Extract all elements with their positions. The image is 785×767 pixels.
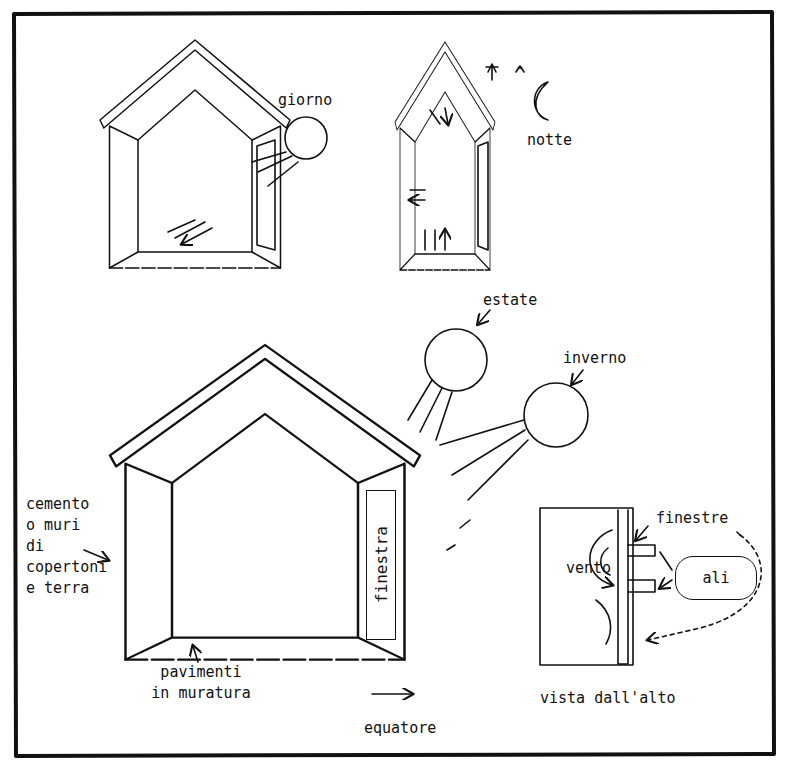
moon-label: notte: [527, 130, 607, 151]
wall-note: cemento o muri di copertoni e terra: [26, 494, 98, 599]
window-label: finestre: [656, 508, 756, 529]
season-label: inverno: [563, 348, 653, 369]
wind-label: vento: [566, 558, 626, 579]
view-label: vista dall'alto: [540, 688, 720, 709]
box-text: finestra: [372, 526, 391, 603]
top-view: [540, 508, 761, 665]
house-main: [110, 345, 420, 660]
season-label: estate: [483, 290, 563, 311]
floor-note: pavimenti in muratura: [150, 662, 252, 704]
sun-label: giorno: [278, 90, 358, 111]
wings-box: ali: [675, 556, 757, 600]
house-day: [100, 40, 290, 268]
house-night: [395, 42, 495, 270]
window-box: finestra: [366, 490, 396, 640]
direction-label: equatore: [364, 718, 464, 739]
box-text: ali: [702, 569, 729, 587]
